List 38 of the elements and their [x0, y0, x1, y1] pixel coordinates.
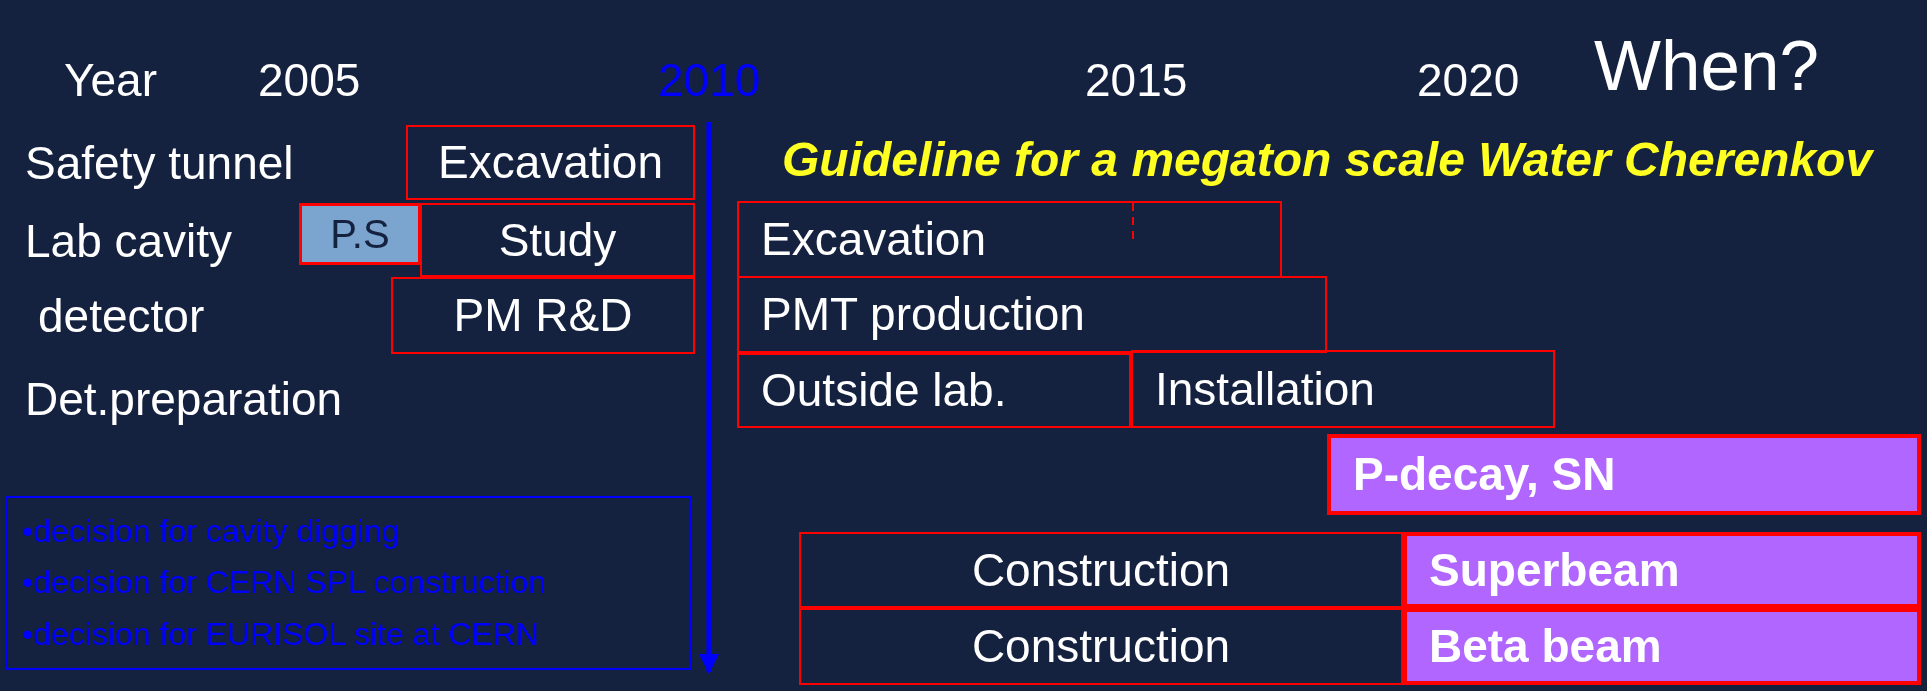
bullet-text: •decision for cavity digging: [22, 514, 400, 550]
year-label: 2020: [1417, 57, 1520, 103]
schedule-bar: [299, 203, 421, 265]
title: When?: [1594, 30, 1819, 101]
schedule-bar: [737, 201, 1282, 278]
bar-label: Construction: [971, 544, 1231, 596]
schedule-bar: [391, 277, 695, 354]
year-label: 2010: [658, 57, 761, 103]
bar-label: P.S: [330, 212, 390, 256]
schedule-bar: [737, 276, 1327, 353]
year-label: 2015: [1085, 57, 1188, 103]
schedule-bar: [1403, 532, 1921, 608]
schedule-bar: [406, 125, 695, 200]
bar-label: Outside lab.: [761, 365, 1007, 416]
schedule-bar: [799, 532, 1403, 608]
schedule-bar: [1403, 608, 1921, 685]
schedule-bar: [420, 203, 695, 277]
bullet-text: •decision for EURISOL site at CERN: [22, 616, 539, 652]
year-label: Year: [64, 57, 157, 103]
bar-label: Construction: [971, 621, 1231, 672]
schedule-bar: [799, 608, 1403, 685]
bar-label: Installation: [1155, 363, 1375, 415]
bar-label: Beta beam: [1429, 621, 1662, 672]
bullet-text: •decision for CERN SPL construction: [22, 565, 546, 601]
bar-label: P-decay, SN: [1353, 449, 1616, 500]
note-box: [6, 496, 692, 670]
schedule-bar: [1131, 350, 1555, 428]
year-label: 2005: [258, 57, 361, 103]
bar-label: PM R&D: [453, 290, 633, 341]
bar-label: Study: [498, 214, 617, 266]
schedule-bar: [737, 353, 1131, 428]
bar-label: Superbeam: [1429, 544, 1680, 596]
row-label: detector: [38, 293, 205, 339]
heading-text: Guideline for a megaton scale Water Cherenkov: [782, 136, 1873, 184]
schedule-bar: [1327, 434, 1921, 515]
bar-label: PMT production: [761, 289, 1085, 340]
bar-label: Excavation: [438, 137, 663, 188]
bar-label: Excavation: [761, 214, 986, 265]
